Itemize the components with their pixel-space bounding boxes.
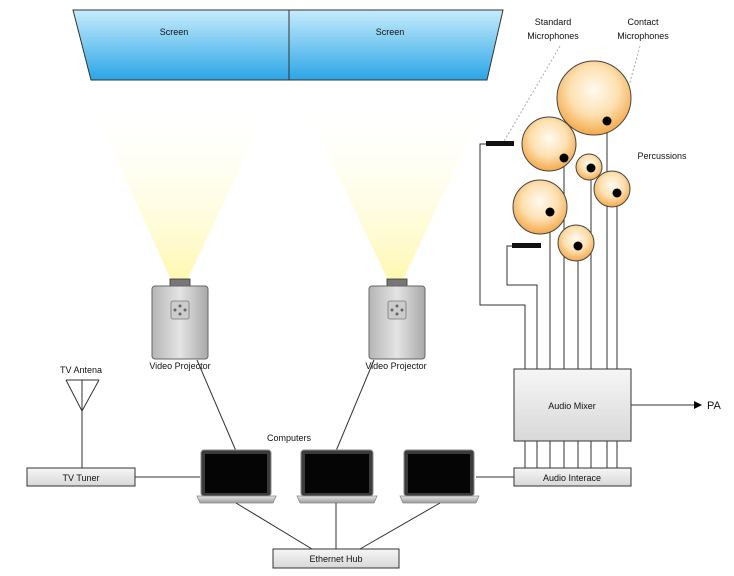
audio-interface: Audio Interace (513, 467, 632, 487)
standard-microphones-label-1: Standard (535, 17, 572, 27)
audio-mixer: Audio Mixer (513, 368, 632, 442)
mic-wires (479, 124, 618, 369)
tv-antenna-label: TV Antena (60, 365, 102, 375)
tv-tuner: TV Tuner (26, 467, 136, 487)
contact-mic-pointer (619, 45, 641, 119)
drum-small-top (575, 153, 603, 181)
wire-hub-laptop-left (235, 502, 313, 550)
screen-right-label: Screen (376, 27, 405, 37)
audio-mixer-label: Audio Mixer (548, 401, 596, 411)
audio-interface-label: Audio Interace (543, 473, 601, 483)
ethernet-hub: Ethernet Hub (272, 548, 400, 569)
wire-hub-laptop-right (359, 502, 441, 550)
wire-projector-right (335, 359, 375, 452)
laptop-right (399, 449, 480, 504)
contact-microphones-label-1: Contact (627, 17, 659, 27)
contact-microphones-label-2: Microphones (617, 31, 669, 41)
drum-large (556, 60, 632, 136)
video-projector-left-label: Video Projector (149, 361, 210, 371)
percussions-label: Percussions (637, 151, 687, 161)
laptop-center (296, 449, 378, 504)
tv-antenna: TV Antena (60, 365, 102, 468)
pa-output-arrow (631, 401, 702, 409)
ethernet-hub-label: Ethernet Hub (309, 554, 362, 564)
light-beam-left (88, 95, 275, 280)
standard-microphone-2 (512, 243, 541, 248)
drum-medium-upper (521, 116, 577, 172)
tv-tuner-label: TV Tuner (62, 473, 99, 483)
wire-projector-left (196, 359, 237, 452)
drum-small-right (593, 170, 631, 208)
pa-label: PA (707, 400, 722, 412)
computers-label: Computers (267, 433, 312, 443)
video-projector-right: Video Projector (365, 278, 427, 371)
drum-medium-lower (512, 179, 568, 235)
laptop-left (196, 449, 277, 504)
drum-small-bottom (557, 224, 595, 262)
screen-left-label: Screen (160, 27, 189, 37)
standard-microphones-label-2: Microphones (527, 31, 579, 41)
video-projector-left: Video Projector (149, 278, 211, 371)
light-beam-right (300, 95, 490, 280)
mixer-interface-wires (524, 441, 618, 468)
video-projector-right-label: Video Projector (365, 361, 426, 371)
standard-mic-pointer (502, 45, 561, 144)
screen-right: Screen (288, 9, 504, 81)
standard-microphone-1 (486, 141, 514, 146)
screen-left: Screen (72, 9, 290, 81)
